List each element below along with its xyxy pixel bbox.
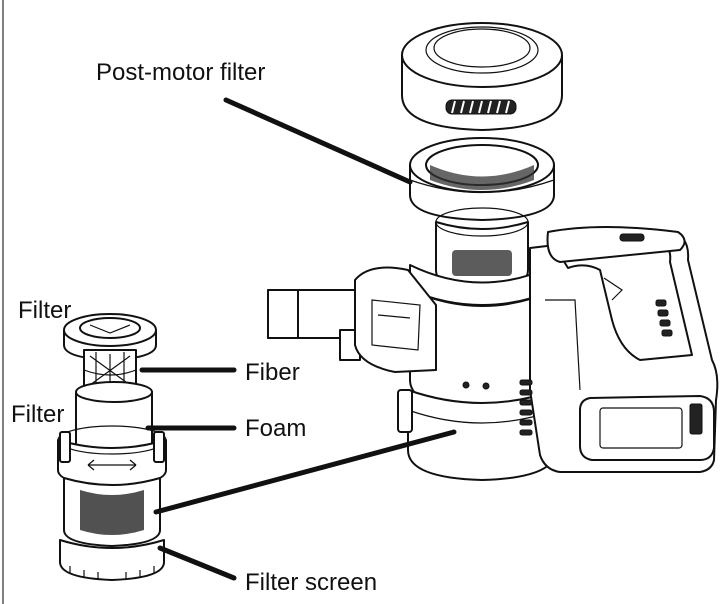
label-post-motor-filter: Post-motor filter bbox=[96, 59, 265, 86]
vacuum-main-body bbox=[267, 207, 719, 481]
label-foam: Foam bbox=[245, 415, 306, 442]
leader-main-filter bbox=[153, 429, 457, 515]
label-filter-screen: Filter screen bbox=[245, 569, 377, 596]
label-fiber: Fiber bbox=[245, 359, 300, 386]
filter-screen bbox=[57, 425, 167, 581]
leader-filter-screen bbox=[157, 545, 237, 581]
post-motor-filter-cap bbox=[401, 22, 563, 131]
side-vent-icon bbox=[519, 379, 533, 436]
leader-post-motor-filter bbox=[223, 97, 413, 185]
label-filter-top: Filter bbox=[18, 297, 71, 324]
post-motor-filter-ring bbox=[409, 137, 555, 221]
label-filter-mid: Filter bbox=[11, 401, 64, 428]
leader-lines bbox=[139, 97, 457, 581]
cap-vent-icon bbox=[445, 99, 517, 115]
grip-texture-icon bbox=[655, 299, 673, 337]
